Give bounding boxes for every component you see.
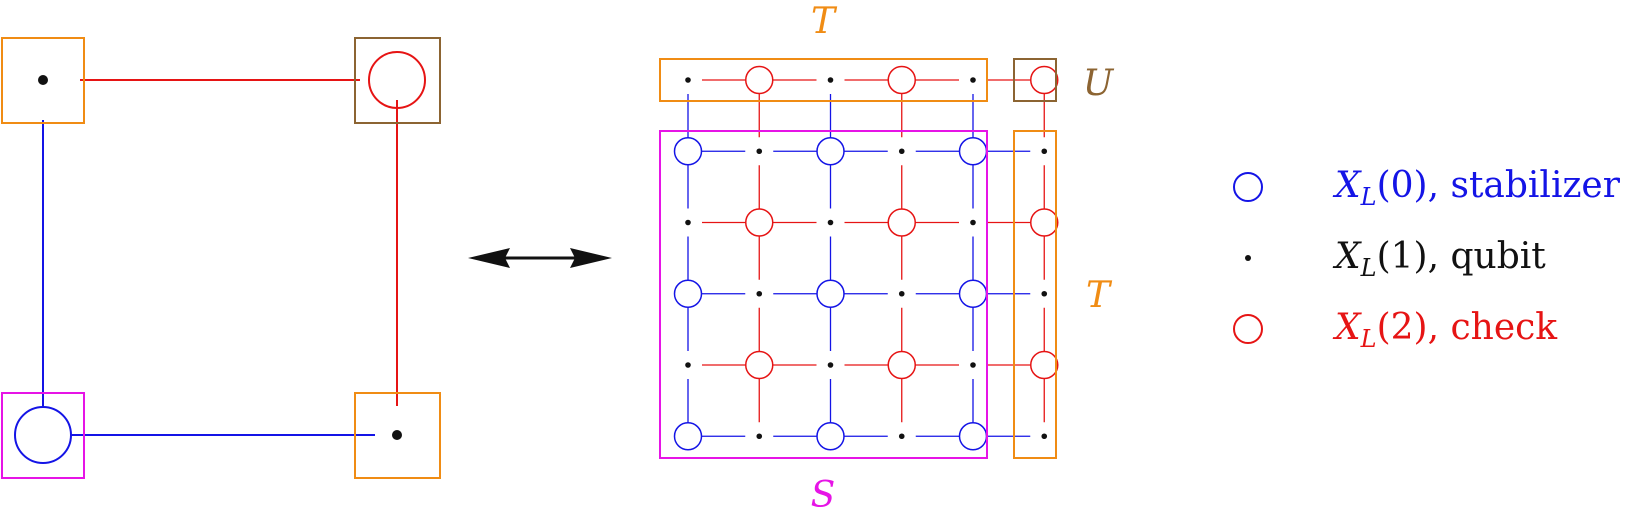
lattice-check-circle	[745, 350, 774, 380]
legend-stabilizer-sub: L	[1360, 183, 1377, 211]
lattice-check-circle	[887, 65, 916, 95]
legend-check-desc: , check	[1428, 307, 1559, 348]
left-schematic	[1, 37, 441, 479]
lattice-qubit-dot	[898, 433, 905, 440]
legend-stabilizer-var: X	[1332, 165, 1362, 206]
lattice-qubit-dot	[827, 362, 834, 368]
lattice-qubit-dot	[1041, 148, 1048, 155]
region-t-top-box	[659, 58, 988, 102]
legend-check-arg: (2)	[1377, 307, 1428, 348]
region-u-box	[1013, 58, 1057, 102]
left-box-orange-br	[354, 392, 441, 479]
lattice-check-circle	[1030, 65, 1059, 95]
left-check-circle-tr	[368, 51, 426, 109]
label-t-right: T	[1086, 275, 1113, 316]
legend-qubit-icon	[1245, 255, 1251, 261]
arrow-head-right	[570, 248, 612, 268]
lattice-qubit-dot	[756, 148, 763, 155]
legend-stabilizer-icon	[1233, 172, 1263, 202]
legend-qubit-arg: (1)	[1377, 236, 1428, 277]
legend-check-var: X	[1332, 307, 1362, 348]
double-headed-arrow	[468, 248, 612, 268]
lattice-qubit-dot	[685, 77, 691, 83]
legend-stabilizer-label: XL(0), stabilizer	[1332, 165, 1621, 211]
legend-stabilizer-arg: (0)	[1377, 165, 1428, 206]
legend-qubit-var: X	[1332, 236, 1362, 277]
left-qubit-dot-br	[392, 430, 402, 440]
left-box-brown-tr	[354, 37, 441, 124]
lattice-stabilizer-circle	[673, 137, 703, 166]
legend-check-sub: L	[1360, 325, 1377, 353]
lattice-qubit-dot	[756, 290, 763, 297]
lattice-qubit-dot	[1041, 290, 1048, 297]
region-t-right-box	[1013, 130, 1057, 459]
lattice-stabilizer-circle	[816, 422, 845, 451]
lattice-qubit-dot	[827, 219, 834, 226]
lattice-check-circle	[745, 208, 774, 237]
lattice-stabilizer-circle	[816, 279, 845, 308]
lattice-qubit-dot	[898, 290, 905, 297]
lattice-stabilizer-circle	[816, 137, 845, 166]
left-stabilizer-circle-bl	[14, 406, 72, 464]
legend-check-label: XL(2), check	[1332, 307, 1558, 353]
lattice	[673, 65, 1059, 451]
legend-stabilizer-desc: , stabilizer	[1428, 165, 1621, 206]
lattice-qubit-dot	[898, 148, 905, 155]
lattice-qubit-dot	[756, 433, 763, 440]
lattice-check-circle	[1030, 208, 1059, 237]
left-qubit-dot-tl	[38, 75, 48, 85]
legend-qubit-sub: L	[1360, 254, 1377, 282]
arrow-head-left	[468, 248, 510, 268]
lattice-qubit-dot	[685, 219, 691, 226]
lattice-qubit-dot	[970, 362, 976, 368]
lattice-stabilizer-circle	[673, 279, 703, 308]
lattice-qubit-dot	[970, 219, 976, 226]
lattice-stabilizer-circle	[958, 137, 988, 166]
lattice-check-circle	[887, 350, 916, 380]
lattice-qubit-dot	[1041, 433, 1048, 440]
legend-qubit-label: XL(1), qubit	[1332, 236, 1546, 282]
left-box-magenta-bl	[1, 392, 85, 479]
legend-qubit-desc: , qubit	[1428, 236, 1547, 277]
lattice-check-circle	[1030, 350, 1059, 380]
lattice-check-circle	[745, 65, 774, 95]
lattice-nodes	[673, 65, 1059, 451]
left-box-orange-tl	[1, 37, 85, 124]
legend-check-icon	[1233, 314, 1263, 344]
label-u: U	[1083, 63, 1115, 104]
lattice-qubit-dot	[685, 362, 691, 368]
label-s: S	[811, 475, 836, 516]
legend: XL(0), stabilizer XL(1), qubit XL(2), ch…	[1233, 165, 1621, 353]
lattice-qubit-dot	[827, 77, 834, 83]
lattice-stabilizer-circle	[958, 279, 988, 308]
lattice-lines	[687, 79, 1045, 437]
lattice-qubit-dot	[970, 77, 976, 83]
region-s-box	[659, 130, 988, 459]
lattice-stabilizer-circle	[673, 422, 703, 451]
lattice-stabilizer-circle	[958, 422, 988, 451]
label-t-top: T	[811, 1, 838, 42]
lattice-check-circle	[887, 208, 916, 237]
